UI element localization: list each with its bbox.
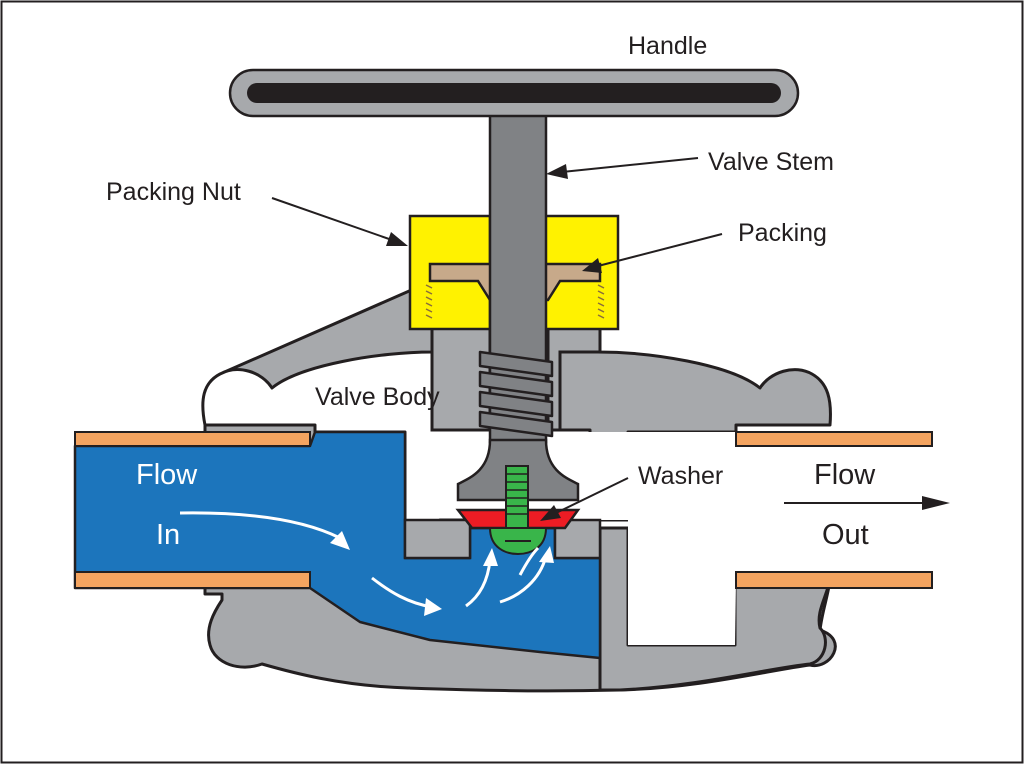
outlet-pipe-bottom bbox=[735, 571, 933, 589]
label-flow-in-2: In bbox=[156, 519, 180, 551]
stem-threads bbox=[478, 350, 554, 438]
label-washer: Washer bbox=[638, 462, 723, 490]
callout-arrows bbox=[271, 157, 723, 521]
valve-stem-callout bbox=[561, 157, 699, 173]
valve-seat bbox=[403, 518, 472, 560]
label-flow-in-1: Flow bbox=[136, 459, 198, 491]
valve-seat-right bbox=[553, 518, 602, 560]
inlet-pipe-top bbox=[74, 431, 311, 447]
washer-callout bbox=[555, 477, 629, 514]
packing-callout bbox=[597, 233, 723, 267]
label-packing-nut: Packing Nut bbox=[106, 178, 241, 206]
label-packing: Packing bbox=[738, 219, 827, 247]
label-valve-stem: Valve Stem bbox=[708, 148, 834, 176]
washer-screw bbox=[505, 465, 529, 529]
inlet-pipe-bottom bbox=[74, 571, 311, 589]
flow-arrowheads bbox=[330, 531, 554, 616]
outlet-pipe-top bbox=[735, 431, 933, 447]
valve-body-bottom-right bbox=[598, 526, 832, 692]
flow-out-arrow-head bbox=[922, 496, 950, 510]
label-valve-body: Valve Body bbox=[315, 383, 440, 411]
label-flow-out-1: Flow bbox=[814, 459, 876, 491]
packing-nut-callout bbox=[271, 197, 393, 241]
label-flow-out-2: Out bbox=[822, 519, 869, 551]
outlet-cavity bbox=[628, 432, 736, 645]
handle-grip bbox=[247, 83, 781, 103]
screw-threads bbox=[506, 473, 528, 515]
label-handle: Handle bbox=[628, 32, 707, 60]
packing-nut-threads bbox=[425, 284, 605, 319]
